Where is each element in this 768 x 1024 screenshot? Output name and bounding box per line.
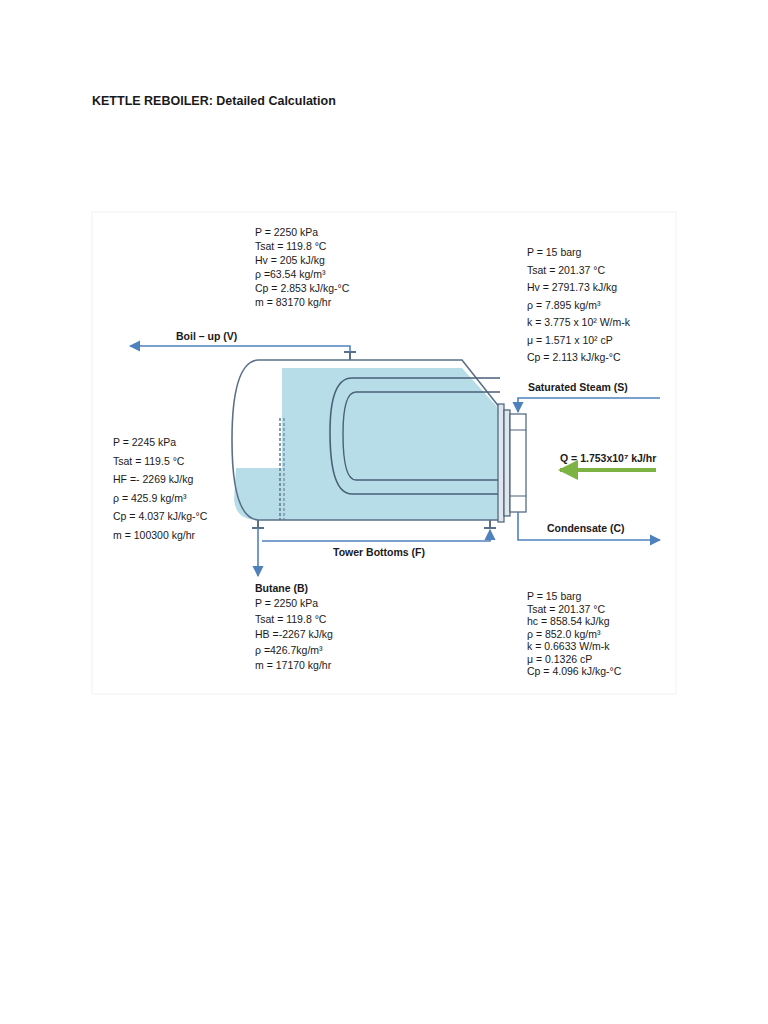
stream-name: Boil – up (V) xyxy=(176,330,237,342)
liquid-overflow xyxy=(234,468,282,520)
flange xyxy=(504,410,510,516)
tubesheet xyxy=(498,404,504,522)
stream-name: Butane (B) xyxy=(255,582,308,594)
steam-property: P = 15 barg xyxy=(527,246,581,258)
butane-nozzle xyxy=(252,520,264,528)
boilup-property: Hv = 205 kJ/kg xyxy=(255,254,325,266)
vapour-nozzle xyxy=(344,352,356,360)
feed-line xyxy=(262,530,490,541)
condensate-property: P = 15 barg xyxy=(527,590,581,602)
steam-property: k = 3.775 x 10² W/m-k xyxy=(527,316,630,328)
heat-duty: Q = 1.753x10⁷ kJ/hr xyxy=(560,452,656,464)
steam-property: Tsat = 201.37 °C xyxy=(527,264,605,276)
channel-partition xyxy=(510,496,526,497)
boilup-property: Cp = 2.853 kJ/kg-°C xyxy=(255,282,349,294)
tube-bundle-inner xyxy=(343,392,500,480)
condensate-property: k = 0.6633 W/m-k xyxy=(527,640,610,652)
boilup-property: ρ =63.54 kg/m³ xyxy=(255,268,325,280)
figure-frame xyxy=(92,212,676,694)
heat-duty-arrow xyxy=(560,468,656,472)
butane-property: ρ =426.7kg/m³ xyxy=(255,644,323,656)
boilup-property: m = 83170 kg/hr xyxy=(255,296,331,308)
steam-property: ρ = 7.895 kg/m³ xyxy=(527,299,600,311)
feed-property: Cp = 4.037 kJ/kg-°C xyxy=(113,510,207,522)
condensate-property: μ = 0.1326 cP xyxy=(527,653,592,665)
stream-name: Tower Bottoms (F) xyxy=(333,546,425,558)
feed-property: m = 100300 kg/hr xyxy=(113,529,195,541)
feed-property: ρ = 425.9 kg/m³ xyxy=(113,492,186,504)
butane-property: m = 17170 kg/hr xyxy=(255,659,331,671)
steam-property: Hv = 2791.73 kJ/kg xyxy=(527,281,617,293)
condensate-property: Tsat = 201.37 °C xyxy=(527,603,605,615)
boilup-line xyxy=(130,346,350,352)
weir xyxy=(284,418,285,520)
weir xyxy=(279,418,280,520)
condensate-property: ρ = 852.0 kg/m³ xyxy=(527,628,600,640)
butane-property: HB =-2267 kJ/kg xyxy=(255,628,333,640)
liquid-pool xyxy=(282,368,500,520)
feed-property: Tsat = 119.5 °C xyxy=(113,455,184,467)
feed-nozzle xyxy=(484,520,496,528)
butane-line xyxy=(257,528,259,576)
condensate-property: hc = 858.54 kJ/kg xyxy=(527,615,610,627)
feed-property: HF =- 2269 kJ/kg xyxy=(113,473,193,485)
boilup-property: P = 2250 kPa xyxy=(255,226,318,238)
boilup-property: Tsat = 119.8 °C xyxy=(255,240,326,252)
condensate-property: Cp = 4.096 kJ/kg-°C xyxy=(527,665,621,677)
stream-name: Condensate (C) xyxy=(547,522,625,534)
butane-property: Tsat = 119.8 °C xyxy=(255,613,326,625)
stream-name: Saturated Steam (S) xyxy=(528,381,628,393)
tube-bundle-outer xyxy=(330,378,500,494)
steam-property: μ = 1.571 x 10² cP xyxy=(527,334,613,346)
feed-property: P = 2245 kPa xyxy=(113,436,176,448)
channel-partition xyxy=(510,430,526,431)
page-title: KETTLE REBOILER: Detailed Calculation xyxy=(92,94,336,108)
shell xyxy=(232,360,500,520)
butane-property: P = 2250 kPa xyxy=(255,597,318,609)
condensate-line xyxy=(518,512,660,540)
steam-line xyxy=(518,398,660,412)
steam-property: Cp = 2.113 kJ/kg-°C xyxy=(527,351,621,363)
channel-head xyxy=(510,414,526,512)
